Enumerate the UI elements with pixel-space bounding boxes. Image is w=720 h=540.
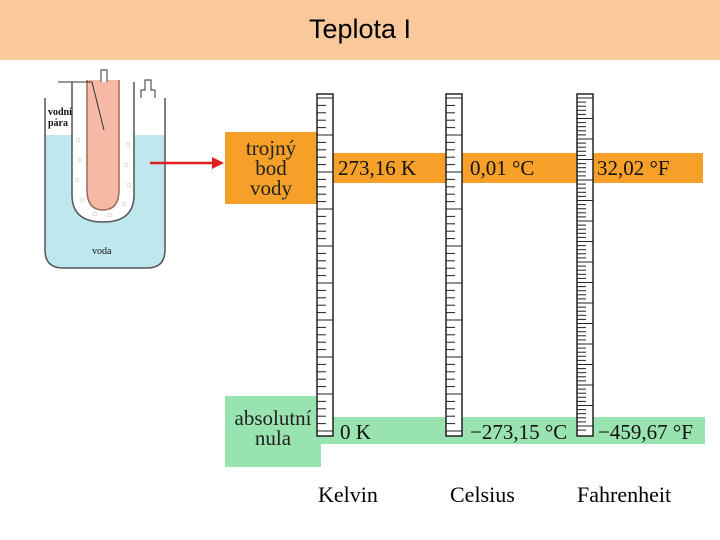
side-tube	[140, 79, 156, 98]
celsius-thermometer	[445, 93, 463, 437]
triple-point-label-line-1: trojný	[245, 136, 297, 160]
fahrenheit-triple-point-value: 32,02 °F	[597, 156, 670, 180]
absolute-zero-label-line-2: nula	[254, 426, 292, 450]
celsius-triple-point-value: 0,01 °C	[470, 156, 535, 180]
water-label: voda	[92, 246, 112, 257]
kelvin-triple-point-value: 273,16 K	[338, 156, 417, 180]
triple-point-label-line-3: vody	[250, 176, 292, 200]
page-title: Teplota I	[308, 14, 412, 44]
vessel-outline	[44, 98, 166, 269]
absolute-zero-label-line-1: absolutní	[234, 406, 312, 430]
arrow-head	[212, 157, 224, 169]
absolute-zero-label: absolutní nula	[225, 406, 321, 450]
vapor-leader-line	[58, 81, 105, 131]
thermometer-well	[86, 80, 120, 211]
cell-stem	[100, 69, 108, 82]
scale-name-celsius: Celsius	[450, 482, 515, 507]
kelvin-tube	[316, 93, 334, 437]
scale-name-kelvin: Kelvin	[318, 482, 378, 507]
ice-layer	[74, 137, 132, 218]
title-bar	[0, 0, 720, 60]
kelvin-absolute-zero-value: 0 K	[340, 420, 371, 444]
vapor-label-line-1: vodní	[48, 107, 72, 118]
vapor-label: vodní pára	[48, 107, 72, 129]
kelvin-thermometer	[316, 93, 334, 437]
scale-name-fahrenheit: Fahrenheit	[577, 482, 672, 507]
vapor-label-line-2: pára	[48, 118, 68, 129]
fahrenheit-absolute-zero-value: −459,67 °F	[598, 420, 693, 444]
celsius-absolute-zero-value: −273,15 °C	[470, 420, 568, 444]
fahrenheit-thermometer	[576, 93, 594, 437]
triple-point-label: trojný bod vody	[225, 136, 317, 200]
triple-point-band-left	[225, 132, 317, 204]
triple-point-band	[317, 153, 703, 183]
absolute-zero-band-left	[225, 396, 321, 467]
triple-point-label-line-2: bod	[255, 156, 287, 180]
absolute-zero-band	[321, 417, 705, 444]
celsius-tube	[445, 93, 463, 437]
